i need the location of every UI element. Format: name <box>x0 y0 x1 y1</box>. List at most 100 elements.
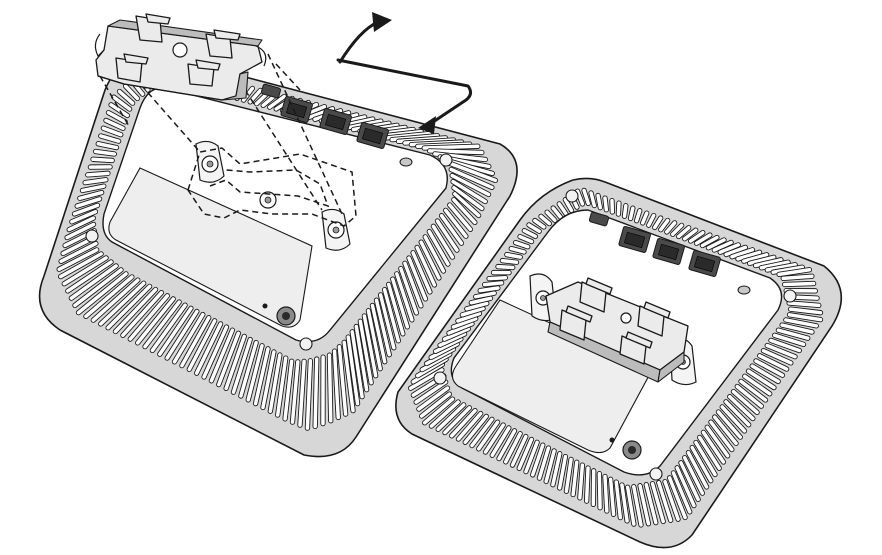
alignment-guides <box>99 53 343 215</box>
vent-slot <box>602 473 610 514</box>
vent-slot <box>149 302 188 354</box>
vent-slot <box>61 255 109 287</box>
bracket-clip-top-left <box>135 13 171 43</box>
vent-slot <box>613 479 623 521</box>
vent-slot <box>670 222 685 237</box>
vent-slot <box>361 313 379 379</box>
vent-slot <box>142 299 182 350</box>
vent-slot <box>615 200 622 217</box>
vent-slot <box>443 207 469 239</box>
vent-slot <box>481 280 505 288</box>
ethernet-ports-left <box>280 95 389 149</box>
vent-slot <box>649 481 666 525</box>
bracket-clip-top-right <box>205 29 241 59</box>
vent-slot <box>68 263 119 301</box>
vent-slot <box>449 408 478 439</box>
vent-slot <box>588 190 597 209</box>
vent-slot <box>658 217 671 233</box>
bracket-hook-left <box>94 33 105 58</box>
vent-slot <box>682 455 706 496</box>
vent-slot <box>381 287 401 344</box>
vent-slot <box>65 259 114 294</box>
vent-slot <box>570 459 580 498</box>
ethernet-port-icon <box>356 121 389 149</box>
bracket-outline-dashed <box>187 147 357 227</box>
vent-slot <box>455 410 484 442</box>
vent-slot <box>450 179 488 205</box>
vent-slot <box>208 327 236 384</box>
vent-slot <box>108 102 131 119</box>
vent-slot <box>786 312 824 323</box>
vent-slot <box>435 402 467 432</box>
vent-slot <box>779 322 815 335</box>
vent-slot <box>428 399 461 429</box>
vent-slot <box>652 215 664 231</box>
vent-slot <box>418 391 453 419</box>
vent-slot <box>116 88 136 106</box>
vent-slot <box>621 203 629 219</box>
vent-slot <box>590 468 597 508</box>
vent-slot <box>349 329 365 400</box>
vent-slot <box>304 358 314 431</box>
bracket-hook-right <box>255 45 267 67</box>
led-indicator-icon <box>399 157 413 167</box>
vent-slot <box>656 479 674 523</box>
vent-slot <box>757 353 790 372</box>
vent-slot <box>426 228 451 267</box>
vent-slot <box>631 484 644 528</box>
vent-slot <box>438 213 465 246</box>
vent-slot <box>164 308 200 361</box>
vent-slot <box>532 217 547 230</box>
vent-slot <box>521 228 539 240</box>
vent-slot <box>583 465 591 504</box>
vent-slot <box>530 442 546 478</box>
vent-slot <box>516 436 535 471</box>
vent-slot <box>595 192 603 211</box>
vent-slot <box>357 318 374 386</box>
vent-slot <box>398 265 420 316</box>
vent-slot <box>418 239 442 281</box>
vent-slot <box>345 334 361 407</box>
access-point-right <box>395 177 843 549</box>
vent-slot <box>353 323 370 393</box>
vent-slot <box>627 205 636 222</box>
vent-slot <box>448 166 495 191</box>
vent-slot <box>95 141 120 151</box>
vent-slot <box>58 240 99 264</box>
vent-slot <box>489 425 512 458</box>
vent-slot <box>633 208 643 224</box>
ethernet-ports-right <box>618 225 721 277</box>
vent-slot <box>477 285 501 294</box>
vent-slot <box>447 202 474 232</box>
vent-slot <box>508 245 527 255</box>
ethernet-port-icon <box>319 107 352 135</box>
vent-slot <box>496 428 518 462</box>
vent-slot <box>646 212 657 228</box>
vent-slot <box>157 305 194 357</box>
vent-slot <box>373 297 392 358</box>
vent-slot <box>69 209 99 225</box>
vent-slot <box>120 290 165 338</box>
vent-slot <box>252 346 271 407</box>
vent-slot <box>66 215 96 233</box>
vent-slot <box>171 311 206 365</box>
vent-slot <box>216 330 241 388</box>
vent-slot <box>753 358 786 378</box>
vent-slot <box>476 419 501 452</box>
vent-slot <box>386 281 406 337</box>
vent-slots-left <box>56 60 498 431</box>
vent-slot <box>607 476 617 517</box>
vent-slot <box>90 277 141 323</box>
vent-slot <box>727 394 756 422</box>
vent-slot <box>85 170 111 178</box>
vent-slot <box>74 196 103 209</box>
usb-port-right <box>588 211 610 227</box>
vent-slot <box>745 368 777 391</box>
vent-slot <box>682 227 699 242</box>
vent-slot <box>664 220 678 235</box>
corner-holes-left <box>85 153 453 351</box>
vent-slot <box>341 339 356 414</box>
vent-slot <box>103 117 126 131</box>
vent-slot <box>58 251 104 280</box>
vent-slot <box>406 255 429 302</box>
